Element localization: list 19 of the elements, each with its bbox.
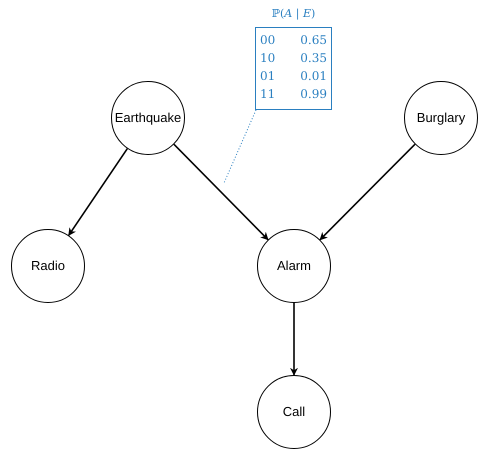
- node-label: Burglary: [416, 109, 466, 128]
- table-cell-text: 0.35: [300, 50, 327, 67]
- arrow: [320, 144, 416, 240]
- table-header: ℙ(A | E): [272, 7, 316, 20]
- arrow: [68, 148, 128, 236]
- node-label: Call: [282, 403, 306, 422]
- node-label: Radio: [31, 257, 65, 276]
- arrow: [290, 303, 298, 376]
- arrow: [173, 144, 269, 240]
- node-label: Earthquake: [114, 109, 182, 128]
- table-cell-text: 00: [260, 32, 276, 49]
- table-cell-text: 0.99: [300, 86, 327, 103]
- table-cell-text: 0.01: [300, 68, 327, 85]
- table-cell-text: 0.65: [300, 32, 327, 49]
- table-cell-text: 11: [260, 86, 276, 103]
- node-label: Alarm: [277, 257, 311, 276]
- table-cell-text: 01: [260, 68, 276, 85]
- table-cell-text: 10: [260, 50, 276, 67]
- leader-line: [224, 110, 256, 184]
